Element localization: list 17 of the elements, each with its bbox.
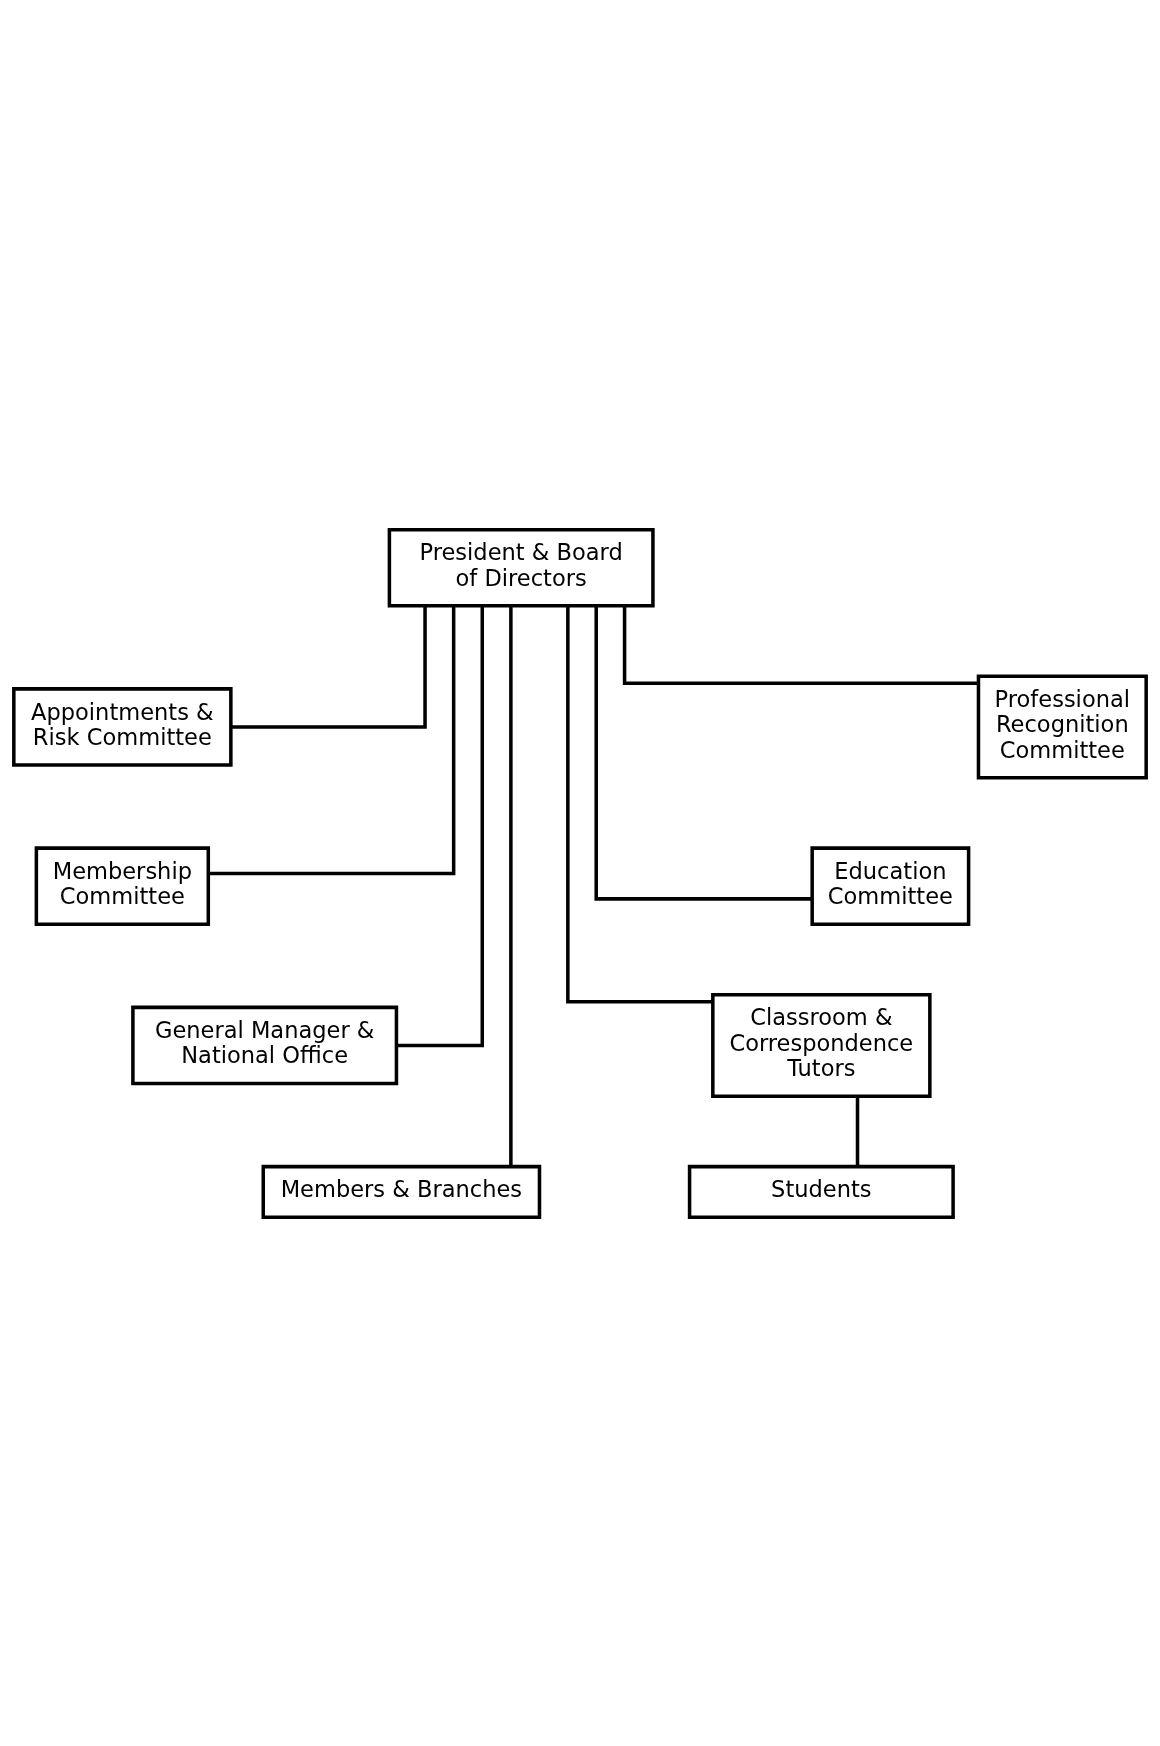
node-box: Professional Recognition Committee bbox=[976, 673, 1148, 779]
connector bbox=[396, 605, 485, 1047]
node-box: Students bbox=[687, 1164, 955, 1219]
node-box: Members & Branches bbox=[261, 1164, 542, 1219]
node-box: Membership Committee bbox=[34, 845, 211, 926]
node-box: Classroom & Correspondence Tutors bbox=[711, 992, 932, 1098]
connector bbox=[594, 605, 812, 901]
connector bbox=[622, 605, 979, 685]
node-box: Education Committee bbox=[810, 845, 971, 926]
node-box: Appointments & Risk Committee bbox=[12, 686, 233, 767]
connector bbox=[566, 605, 713, 1003]
node-box: President & Board of Directors bbox=[387, 527, 655, 607]
connector bbox=[509, 605, 513, 1166]
connector bbox=[855, 1095, 860, 1166]
connector bbox=[208, 605, 456, 875]
connector bbox=[231, 605, 427, 729]
node-box: General Manager & National Office bbox=[131, 1005, 399, 1085]
